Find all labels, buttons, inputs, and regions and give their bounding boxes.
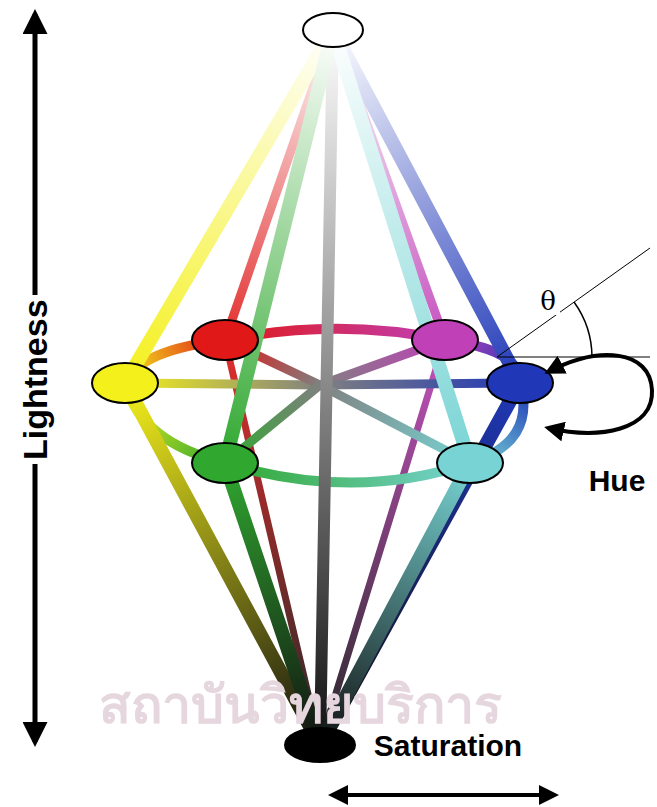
cone-edge	[333, 30, 470, 463]
angle-label: θ	[536, 287, 560, 316]
angle-base	[497, 357, 650, 358]
hue-ellipse	[412, 320, 478, 360]
hue-ellipse	[437, 443, 503, 483]
angle-arc	[574, 302, 592, 357]
hue-ring	[225, 463, 470, 483]
hue-arrow	[548, 355, 652, 433]
saturation-arrow	[332, 793, 555, 797]
cone-edge	[125, 30, 333, 383]
hue-ellipse	[192, 320, 258, 360]
watermark: สถาบันวิทยบริการ	[99, 677, 502, 734]
lightness-axis	[320, 30, 333, 745]
cone-edge	[333, 30, 520, 383]
angle-ray	[497, 248, 650, 357]
axis-label: Lightness	[16, 296, 53, 465]
hue-ellipse	[487, 363, 553, 403]
axis-label: Hue	[589, 464, 646, 497]
white-apex	[303, 13, 363, 47]
hue-ellipse	[92, 363, 158, 403]
cone-edge	[225, 30, 333, 463]
hue-ellipse	[192, 443, 258, 483]
